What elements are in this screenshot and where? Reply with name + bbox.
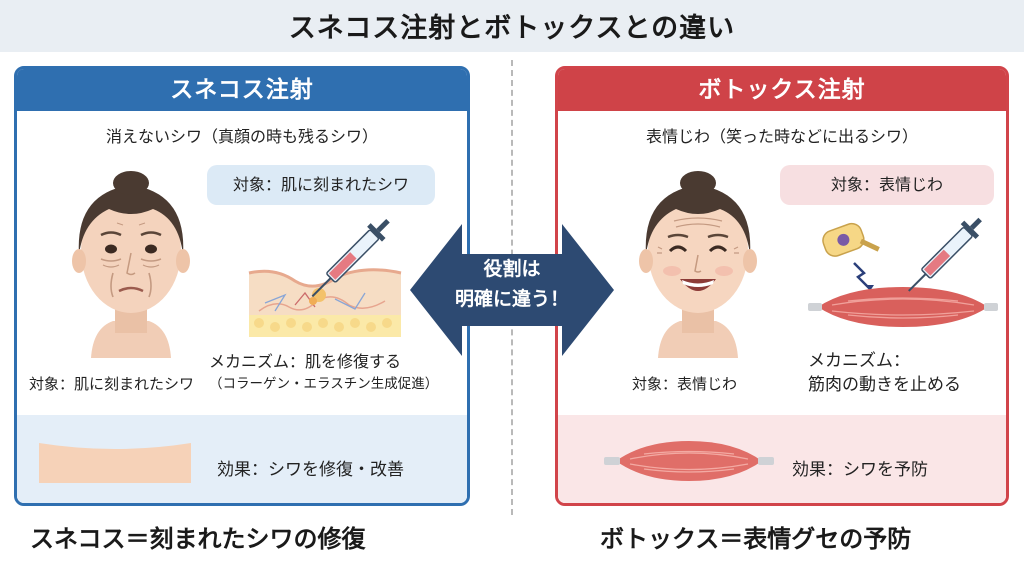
botox-mechanism-main: メカニズム： — [808, 351, 910, 371]
sunekos-panel: スネコス注射 消えないシワ（真顔の時も残るシワ） 対象：肌に刻まれたシワ — [14, 66, 470, 506]
botox-face-label: 対象：表情じわ — [632, 375, 738, 393]
botox-panel: ボトックス注射 表情じわ（笑った時などに出るシワ） 対象：表情じわ — [555, 66, 1009, 506]
botox-target-pill: 対象：表情じわ — [780, 165, 994, 205]
center-arrow-text: 役割は 明確に違う！ — [410, 254, 614, 314]
center-arrow-line2: 明確に違う！ — [454, 288, 569, 310]
sunekos-mechanism-sub: （コラーゲン・エラスチン生成促進） — [209, 376, 439, 392]
sunekos-panel-header: スネコス注射 — [17, 69, 467, 111]
sunekos-effect: 効果：シワを修復・改善 — [217, 460, 404, 480]
sunekos-summary: スネコス＝刻まれたシワの修復 — [30, 525, 366, 553]
double-arrow-icon — [410, 224, 614, 356]
botox-mechanism-sub: 筋肉の動きを止める — [808, 375, 961, 395]
smooth-skin-illustration — [39, 443, 191, 483]
sunekos-mechanism: メカニズム：肌を修復する （コラーゲン・エラスチン生成促進） — [209, 351, 438, 395]
botox-effect: 効果：シワを予防 — [792, 460, 928, 480]
title-band — [0, 0, 1024, 52]
nerve-muscle-syringe-illustration — [808, 217, 998, 327]
smiling-face-illustration — [639, 171, 757, 358]
sunekos-subtitle: 消えないシワ（真顔の時も残るシワ） — [105, 127, 378, 146]
relaxed-muscle-illustration — [604, 441, 774, 481]
page-title: スネコス注射とボトックスとの違い — [288, 13, 736, 44]
sunekos-face-label: 対象：肌に刻まれたシワ — [29, 375, 195, 393]
wrinkled-face-illustration — [72, 171, 190, 358]
botox-subtitle: 表情じわ（笑った時などに出るシワ） — [645, 127, 918, 146]
botox-summary: ボトックス＝表情グセの予防 — [600, 525, 912, 553]
sunekos-target-pill: 対象：肌に刻まれたシワ — [207, 165, 435, 205]
botox-mechanism: メカニズム： 筋肉の動きを止める — [808, 349, 961, 397]
center-arrow-line1: 役割は — [483, 258, 541, 280]
sunekos-mechanism-main: メカニズム：肌を修復する — [209, 352, 402, 371]
skin-layer-syringe-illustration — [248, 218, 402, 337]
botox-panel-header: ボトックス注射 — [558, 69, 1006, 111]
